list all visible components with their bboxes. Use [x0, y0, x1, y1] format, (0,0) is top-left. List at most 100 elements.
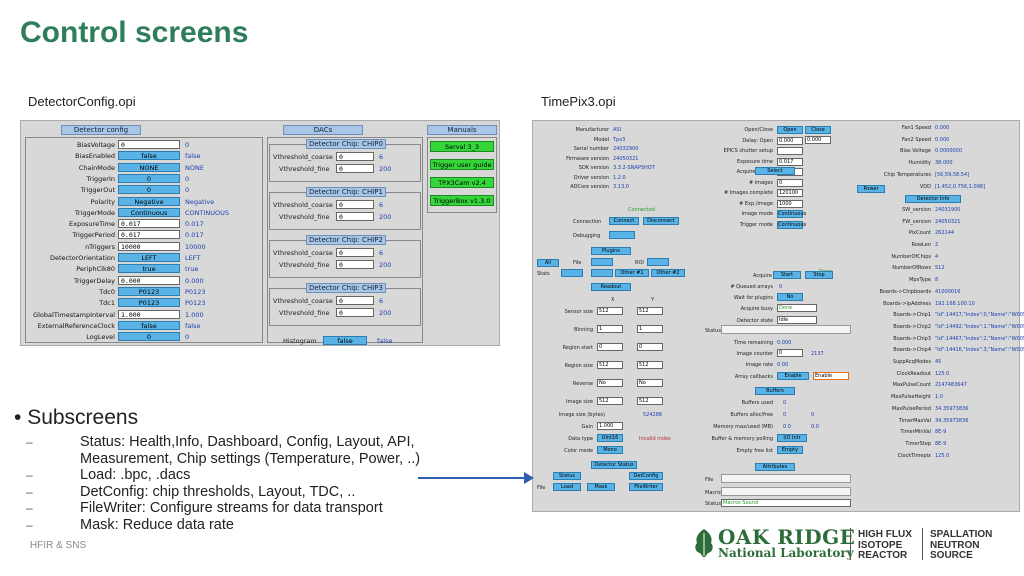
- health-value: 24031900: [935, 206, 961, 213]
- health-label: SuppAcqModes: [892, 359, 931, 365]
- gain-input[interactable]: 1.000: [597, 422, 623, 430]
- config-row-button[interactable]: P0123: [118, 286, 180, 296]
- stop-button[interactable]: Stop: [805, 271, 833, 279]
- config-row-input[interactable]: 0.000: [118, 275, 180, 285]
- acquisition-input[interactable]: Continuous: [777, 220, 807, 229]
- config-row-input[interactable]: 0: [118, 140, 180, 149]
- geometry-y-input[interactable]: No: [637, 379, 663, 387]
- geometry-x-input[interactable]: No: [597, 379, 623, 387]
- logo-divider: [922, 528, 923, 560]
- color-mode-menu[interactable]: Mono: [597, 446, 623, 454]
- detconfig-subscreen-button[interactable]: DetConfig: [629, 472, 663, 480]
- power-button[interactable]: Power: [857, 185, 885, 193]
- readout-button[interactable]: Readout: [591, 283, 631, 291]
- acquisition-input[interactable]: [777, 147, 803, 155]
- config-row-button[interactable]: 0: [118, 185, 180, 195]
- health-label: Bias Voltage: [900, 148, 931, 155]
- connect-button[interactable]: Connect: [609, 217, 639, 225]
- manual-link-button[interactable]: Trigger user guide: [430, 159, 494, 170]
- roi-plugins-menu[interactable]: [647, 258, 669, 266]
- acquisition-input[interactable]: 1000: [777, 199, 803, 208]
- other2-plugins-button[interactable]: Other #2: [651, 269, 685, 277]
- acquisition-input[interactable]: 0.017: [777, 157, 803, 166]
- acquisition-input[interactable]: Open: [777, 126, 803, 134]
- buffers-button[interactable]: Buffers: [755, 387, 795, 395]
- config-row-button[interactable]: 0: [118, 173, 180, 183]
- geometry-y-input[interactable]: 512: [637, 307, 663, 315]
- data-type-menu[interactable]: UInt16: [597, 434, 623, 442]
- geometry-x-input[interactable]: 512: [597, 307, 623, 315]
- config-row-button[interactable]: 0: [118, 332, 180, 342]
- config-row-button[interactable]: false: [118, 151, 180, 161]
- mask-subscreen-button[interactable]: Mask: [587, 483, 615, 491]
- bottom-status-value: Macros Sound: [721, 499, 851, 507]
- acquisition-label: Trigger mode: [739, 221, 773, 228]
- config-row-input[interactable]: 10000: [118, 241, 180, 251]
- geometry-y-input[interactable]: 0: [637, 343, 663, 351]
- vthreshold-coarse-input[interactable]: 0: [336, 152, 374, 161]
- debugging-menu[interactable]: [609, 231, 635, 239]
- geometry-x-input[interactable]: 512: [597, 361, 623, 369]
- image-counter-input[interactable]: 0: [777, 349, 803, 357]
- config-row-input[interactable]: 1.000: [118, 309, 180, 319]
- plugins-button[interactable]: Plugins: [591, 247, 631, 255]
- config-row-input[interactable]: 0.017: [118, 230, 180, 240]
- other1-plugins-button[interactable]: Other #1: [615, 269, 649, 277]
- wait-plugins-menu[interactable]: No: [777, 293, 803, 301]
- vthreshold-fine-input[interactable]: 0: [336, 164, 374, 173]
- geometry-x-input[interactable]: 1: [597, 325, 623, 333]
- config-row-readback: 0.017: [185, 231, 204, 240]
- status-subscreen-button[interactable]: Status: [553, 472, 581, 480]
- filewriter-subscreen-button[interactable]: FileWriter: [629, 483, 663, 491]
- load-subscreen-button[interactable]: Load: [553, 483, 581, 491]
- histogram-toggle[interactable]: false: [323, 336, 367, 345]
- config-row-button[interactable]: NONE: [118, 162, 180, 172]
- acquisition-input[interactable]: Continuous: [777, 210, 807, 218]
- start-button[interactable]: Start: [773, 271, 801, 279]
- delay-close-input[interactable]: 0.000: [805, 136, 831, 144]
- manual-link-button[interactable]: TPX3Cam v2.4: [430, 177, 494, 188]
- buffer-polling-menu[interactable]: I/O Intr: [777, 434, 807, 442]
- vthreshold-coarse-input[interactable]: 0: [336, 248, 374, 257]
- all-plugins-button[interactable]: All: [537, 259, 559, 267]
- detector-info-button[interactable]: Detector Info: [905, 195, 961, 203]
- config-row-button[interactable]: Continuous: [118, 207, 180, 217]
- attributes-file-field[interactable]: [721, 474, 851, 483]
- acquisition-input[interactable]: 0.000: [777, 136, 803, 145]
- config-row-button[interactable]: false: [118, 320, 180, 330]
- config-row-button[interactable]: P0123: [118, 298, 180, 308]
- geometry-x-input[interactable]: 512: [597, 397, 623, 405]
- vthreshold-fine-input[interactable]: 0: [336, 308, 374, 317]
- vthreshold-coarse-input[interactable]: 0: [336, 200, 374, 209]
- geometry-y-input[interactable]: 512: [637, 361, 663, 369]
- array-callbacks-menu[interactable]: Enable: [777, 372, 809, 380]
- geometry-y-input[interactable]: 1: [637, 325, 663, 333]
- config-row-button[interactable]: true: [118, 264, 180, 274]
- vthreshold-fine-input[interactable]: 0: [336, 260, 374, 269]
- geometry-y-input[interactable]: 512: [637, 397, 663, 405]
- attributes-button[interactable]: Attributes: [755, 463, 795, 471]
- stats2-plugins-menu[interactable]: [591, 269, 613, 277]
- disconnect-button[interactable]: Disconnect: [643, 217, 679, 225]
- manual-link-button[interactable]: Serval 3_3: [430, 141, 494, 152]
- info-value: 1.2.0: [613, 174, 626, 181]
- vthreshold-fine-input[interactable]: 0: [336, 212, 374, 221]
- config-row-input[interactable]: 0.017: [118, 219, 180, 229]
- stats-plugins-menu[interactable]: [561, 269, 583, 277]
- geometry-x-input[interactable]: 0: [597, 343, 623, 351]
- y-header: Y: [651, 297, 655, 303]
- acquire-busy-value: Done: [777, 304, 817, 312]
- manual-link-button[interactable]: TriggerBox v1.3.0: [430, 195, 494, 206]
- file-plugins-menu[interactable]: [591, 258, 613, 266]
- detector-status-button[interactable]: Detector Status: [591, 461, 637, 469]
- config-row-button[interactable]: LEFT: [118, 253, 180, 262]
- health-value: 24050321: [935, 218, 961, 225]
- acquisition-input[interactable]: 120100: [777, 189, 803, 197]
- acquisition-input[interactable]: 0: [777, 178, 803, 187]
- close-shutter-button[interactable]: Close: [805, 126, 831, 134]
- config-row-button[interactable]: Negative: [118, 196, 180, 206]
- select-button[interactable]: Select: [755, 167, 795, 175]
- empty-button[interactable]: Empty: [777, 446, 803, 454]
- macros-field[interactable]: [721, 487, 851, 496]
- vthreshold-coarse-input[interactable]: 0: [336, 296, 374, 305]
